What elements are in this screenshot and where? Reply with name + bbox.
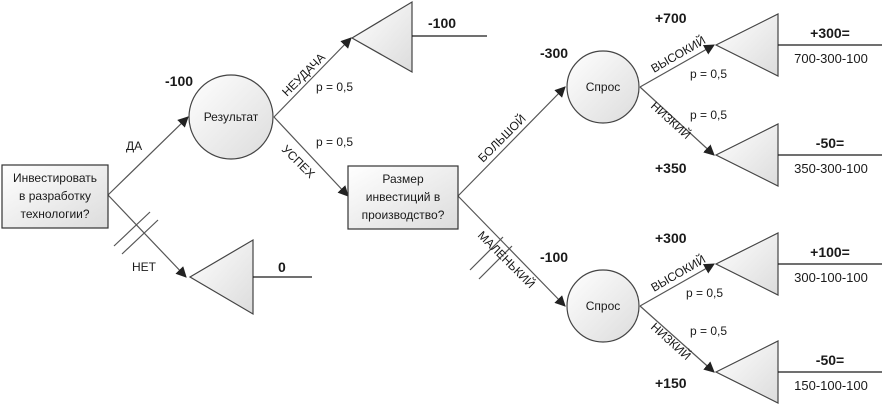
chance-big-cost: -300 [540, 45, 568, 61]
terminal-small-high [714, 232, 779, 296]
outcome-big-low-result: -50= [816, 135, 844, 151]
edge-label-big: БОЛЬШОЙ [475, 111, 529, 165]
outcome-big-low-gain: +350 [655, 160, 687, 176]
terminal-big-low [714, 123, 779, 187]
edge-label-no: НЕТ [132, 260, 157, 274]
edge-success [273, 116, 349, 197]
chance-node-demand-big [566, 50, 640, 124]
edge-yes [107, 116, 189, 196]
outcome-small-high-gain: +300 [655, 230, 687, 246]
outcome-small-low-result: -50= [816, 352, 844, 368]
decision-size-line-2: инвестиций в [366, 190, 440, 204]
outcome-big-low-calc: 350-300-100 [794, 161, 868, 176]
decision-node-root [1, 164, 109, 229]
decision-root-line-2: в разработку [19, 189, 91, 203]
chance-node-demand-small [566, 269, 640, 343]
chance-big-label: Спрос [586, 80, 621, 94]
cut-mark-no-1 [113, 211, 151, 247]
edge-label-small-low: НИЗКИЙ [648, 319, 694, 363]
terminal-no-value: 0 [278, 259, 286, 275]
chance-node-result [188, 74, 274, 160]
prob-small-high: p = 0,5 [686, 286, 723, 300]
decision-root-line-3: технологии? [20, 207, 89, 221]
chance-result-cost: -100 [165, 73, 193, 89]
decision-root-line-1: Инвестировать [13, 171, 97, 185]
edge-small [457, 195, 566, 307]
edge-label-yes: ДА [126, 139, 142, 153]
chance-small-cost: -100 [540, 249, 568, 265]
decision-size-line-3: производство? [362, 208, 445, 222]
edge-label-success: УСПЕХ [279, 142, 318, 181]
cut-mark-small-2 [478, 245, 513, 280]
outcome-big-high-result: +300= [810, 25, 850, 41]
edge-small-high [639, 263, 715, 307]
outcome-big-high-gain: +700 [655, 10, 687, 26]
prob-success: p = 0,5 [316, 135, 353, 149]
outcome-small-low-calc: 150-100-100 [794, 378, 868, 393]
outcome-small-high-calc: 300-100-100 [794, 270, 868, 285]
edge-big-low [639, 86, 715, 156]
terminal-no [188, 238, 254, 316]
prob-fail: p = 0,5 [316, 80, 353, 94]
edge-label-big-low: НИЗКИЙ [648, 98, 694, 142]
terminal-fail [350, 0, 413, 74]
decision-size-line-1: Размер [382, 172, 424, 186]
edge-small-low [639, 305, 715, 373]
outcome-big-high-calc: 700-300-100 [794, 51, 868, 66]
prob-big-low: p = 0,5 [690, 108, 727, 122]
prob-small-low: p = 0,5 [690, 324, 727, 338]
chance-result-label: Результат [204, 110, 259, 124]
cut-mark-no-2 [121, 219, 159, 255]
chance-small-label: Спрос [586, 299, 621, 313]
outcome-small-high-result: +100= [810, 244, 850, 260]
edge-big-high [639, 44, 715, 88]
decision-node-size [347, 165, 459, 230]
cut-mark-small-1 [469, 236, 504, 271]
terminal-small-low [714, 340, 779, 404]
prob-big-high: p = 0,5 [690, 67, 727, 81]
edge-no [107, 194, 187, 278]
edge-label-small: МАЛЕНЬКИЙ [475, 228, 539, 292]
outcome-small-low-gain: +150 [655, 375, 687, 391]
terminal-fail-value: -100 [428, 15, 456, 31]
edge-big [457, 86, 566, 197]
edge-fail [273, 37, 352, 118]
